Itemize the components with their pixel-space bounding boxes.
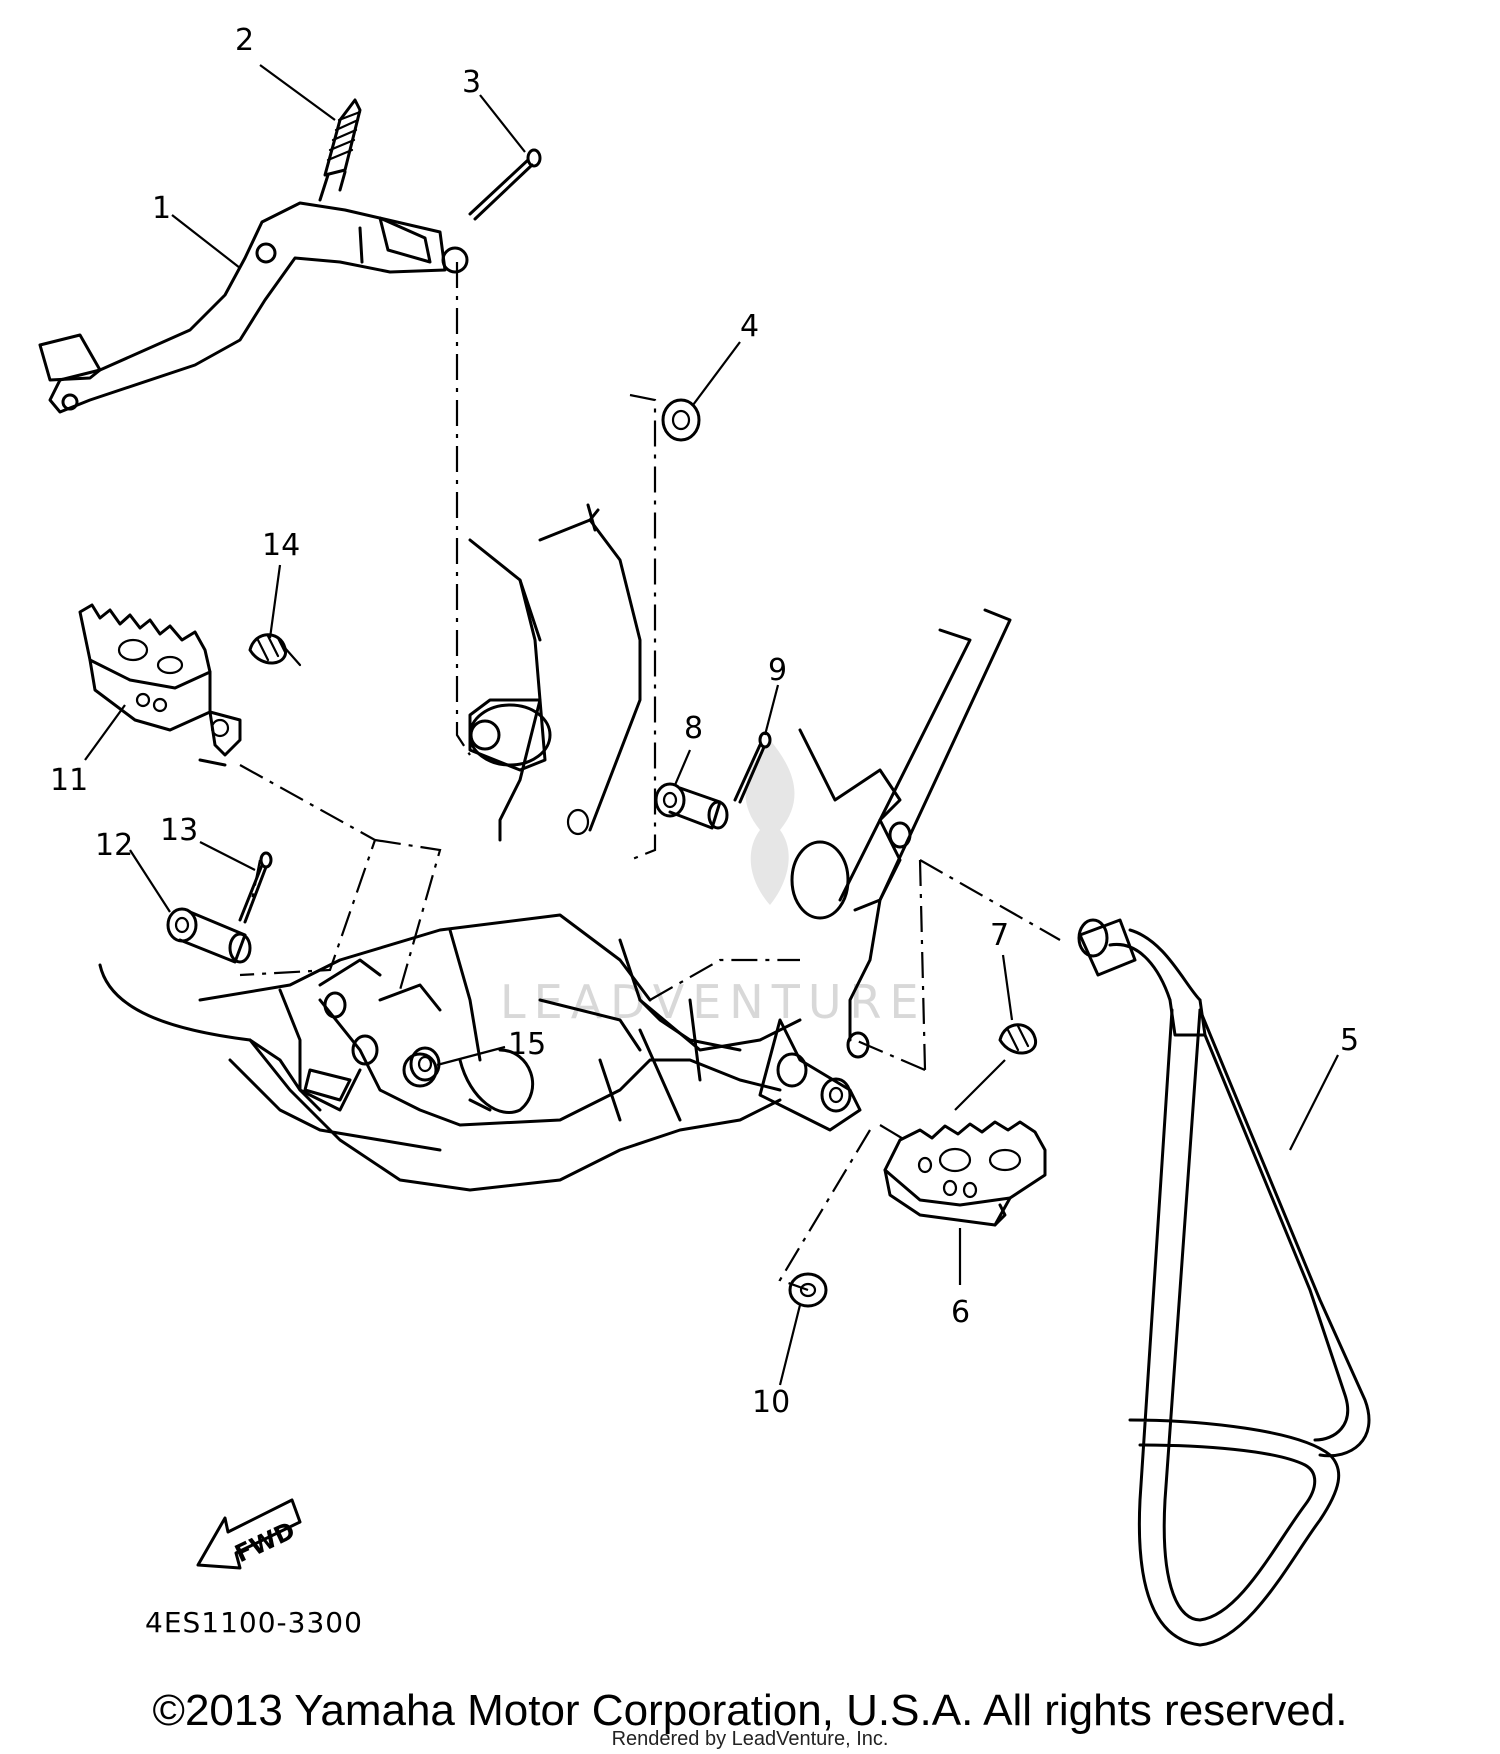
callout-12: 12 [95, 828, 133, 863]
fwd-arrow: FWD [196, 1498, 302, 1570]
callout-8: 8 [684, 711, 703, 746]
callout-15: 15 [508, 1027, 546, 1062]
kickstand [1077, 918, 1371, 1647]
assembly-lines [239, 262, 1061, 1292]
callout-4: 4 [740, 309, 759, 344]
footrest-left [78, 603, 242, 767]
callout-5: 5 [1340, 1023, 1359, 1058]
callout-13: 13 [160, 813, 198, 848]
collar [402, 1052, 438, 1088]
washer-lower [788, 1272, 828, 1308]
callout-9: 9 [768, 653, 787, 688]
callout-2: 2 [235, 23, 254, 58]
frame [98, 503, 1012, 1192]
copyright-notice: ©2013 Yamaha Motor Corporation, U.S.A. A… [152, 1686, 1348, 1735]
callout-7: 7 [990, 918, 1009, 953]
watermark-text: LEADVENTURE [500, 975, 927, 1029]
footrest-spring-left [248, 633, 302, 667]
cotter-pin-right [733, 731, 772, 804]
brake-pedal [38, 201, 469, 414]
callout-10: 10 [752, 1385, 790, 1420]
callout-labels: 1 2 3 4 5 6 7 8 9 10 11 12 13 14 15 [50, 23, 1359, 1420]
cotter-pin [468, 148, 542, 221]
footrest-spring-right [998, 1023, 1038, 1055]
footrest-right [883, 1120, 1047, 1227]
footrest-pin-right [654, 782, 729, 830]
washer [661, 398, 701, 442]
callout-3: 3 [462, 65, 481, 100]
return-spring [318, 98, 362, 202]
callout-11: 11 [50, 763, 88, 798]
callout-6: 6 [951, 1295, 970, 1330]
footrest-pin-left [166, 907, 252, 964]
diagram-part-number: 4ES1100-3300 [145, 1606, 363, 1639]
cotter-pin-left [238, 851, 273, 924]
leader-lines [84, 64, 1339, 1386]
callout-14: 14 [262, 528, 300, 563]
callout-1: 1 [152, 191, 171, 226]
rendered-by-notice: Rendered by LeadVenture, Inc. [611, 1728, 889, 1750]
